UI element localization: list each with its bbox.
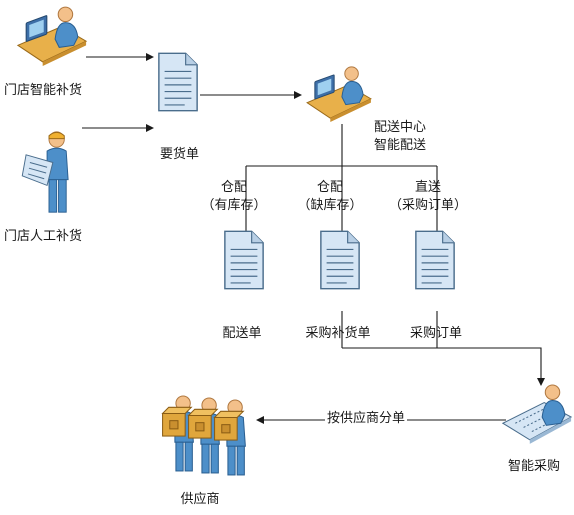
label-dist-center-1: 配送中心 <box>374 120 427 135</box>
worker-with-blueprint-icon <box>21 131 69 213</box>
label-branch-direct-1: 直送 <box>414 180 442 195</box>
label-branch-wh-1: 仓配 <box>220 180 248 195</box>
arrow-to-smart-purchase <box>342 347 545 386</box>
replenish-document-icon <box>320 230 360 290</box>
label-store-manual: 门店人工补货 <box>4 229 83 244</box>
smart-purchase-worker-icon <box>502 384 572 445</box>
label-smart-purchase: 智能采购 <box>507 459 561 474</box>
connectors <box>82 53 545 424</box>
worker-at-computer-icon <box>17 6 87 66</box>
label-branch-short-2: （缺库存） <box>297 198 363 213</box>
label-suppliers: 供应商 <box>180 492 220 507</box>
label-request-doc: 要货单 <box>160 147 200 162</box>
label-doc-delivery: 配送单 <box>222 326 262 341</box>
label-dist-center-2: 智能配送 <box>374 138 427 153</box>
request-document-icon <box>158 52 198 112</box>
label-store-smart: 门店智能补货 <box>4 83 83 98</box>
label-doc-replenish: 采购补货单 <box>305 326 371 341</box>
delivery-document-icon <box>224 230 264 290</box>
dist-center-worker-icon <box>306 66 372 122</box>
label-doc-po: 采购订单 <box>409 326 463 341</box>
label-branch-direct-2: （采购订单） <box>388 198 468 213</box>
label-split-by-supplier: 按供应商分单 <box>325 411 408 427</box>
label-branch-short-1: 仓配 <box>316 180 344 195</box>
suppliers-with-boxes-icon <box>162 395 246 476</box>
po-document-icon <box>415 230 455 290</box>
label-branch-wh-2: （有库存） <box>201 198 267 213</box>
